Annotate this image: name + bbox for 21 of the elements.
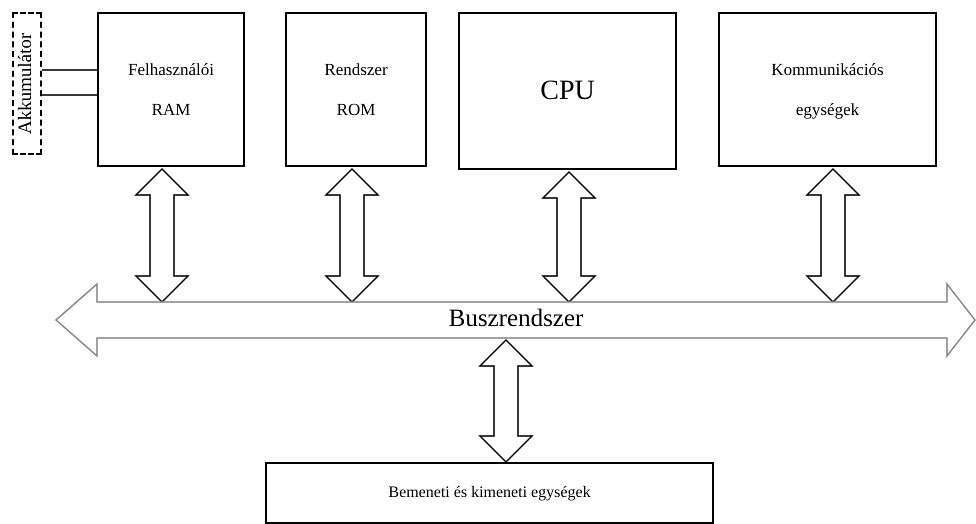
bus-double-arrow bbox=[56, 284, 976, 356]
process-box bbox=[285, 12, 427, 167]
hollow-double-arrow bbox=[324, 168, 380, 304]
dashed-box bbox=[12, 12, 42, 155]
node-label: Akkumulátor bbox=[16, 32, 38, 134]
process-box bbox=[458, 12, 677, 170]
node-label: Bemeneti és kimeneti egységek bbox=[387, 483, 592, 503]
process-box bbox=[265, 462, 714, 524]
hollow-double-arrow bbox=[134, 168, 190, 304]
node-label: Kommunikációs egységek bbox=[770, 58, 885, 121]
node-label: Felhasználói RAM bbox=[127, 58, 215, 120]
connector-line bbox=[42, 69, 97, 71]
node-label: CPU bbox=[539, 74, 596, 108]
node-label: Buszrendszer bbox=[448, 304, 584, 334]
process-box bbox=[97, 12, 245, 167]
node-label: Rendszer ROM bbox=[323, 58, 389, 120]
hollow-double-arrow bbox=[478, 338, 534, 464]
process-box bbox=[718, 12, 937, 167]
hollow-double-arrow bbox=[541, 170, 597, 304]
hollow-double-arrow bbox=[805, 168, 861, 304]
connector-line bbox=[42, 94, 97, 96]
